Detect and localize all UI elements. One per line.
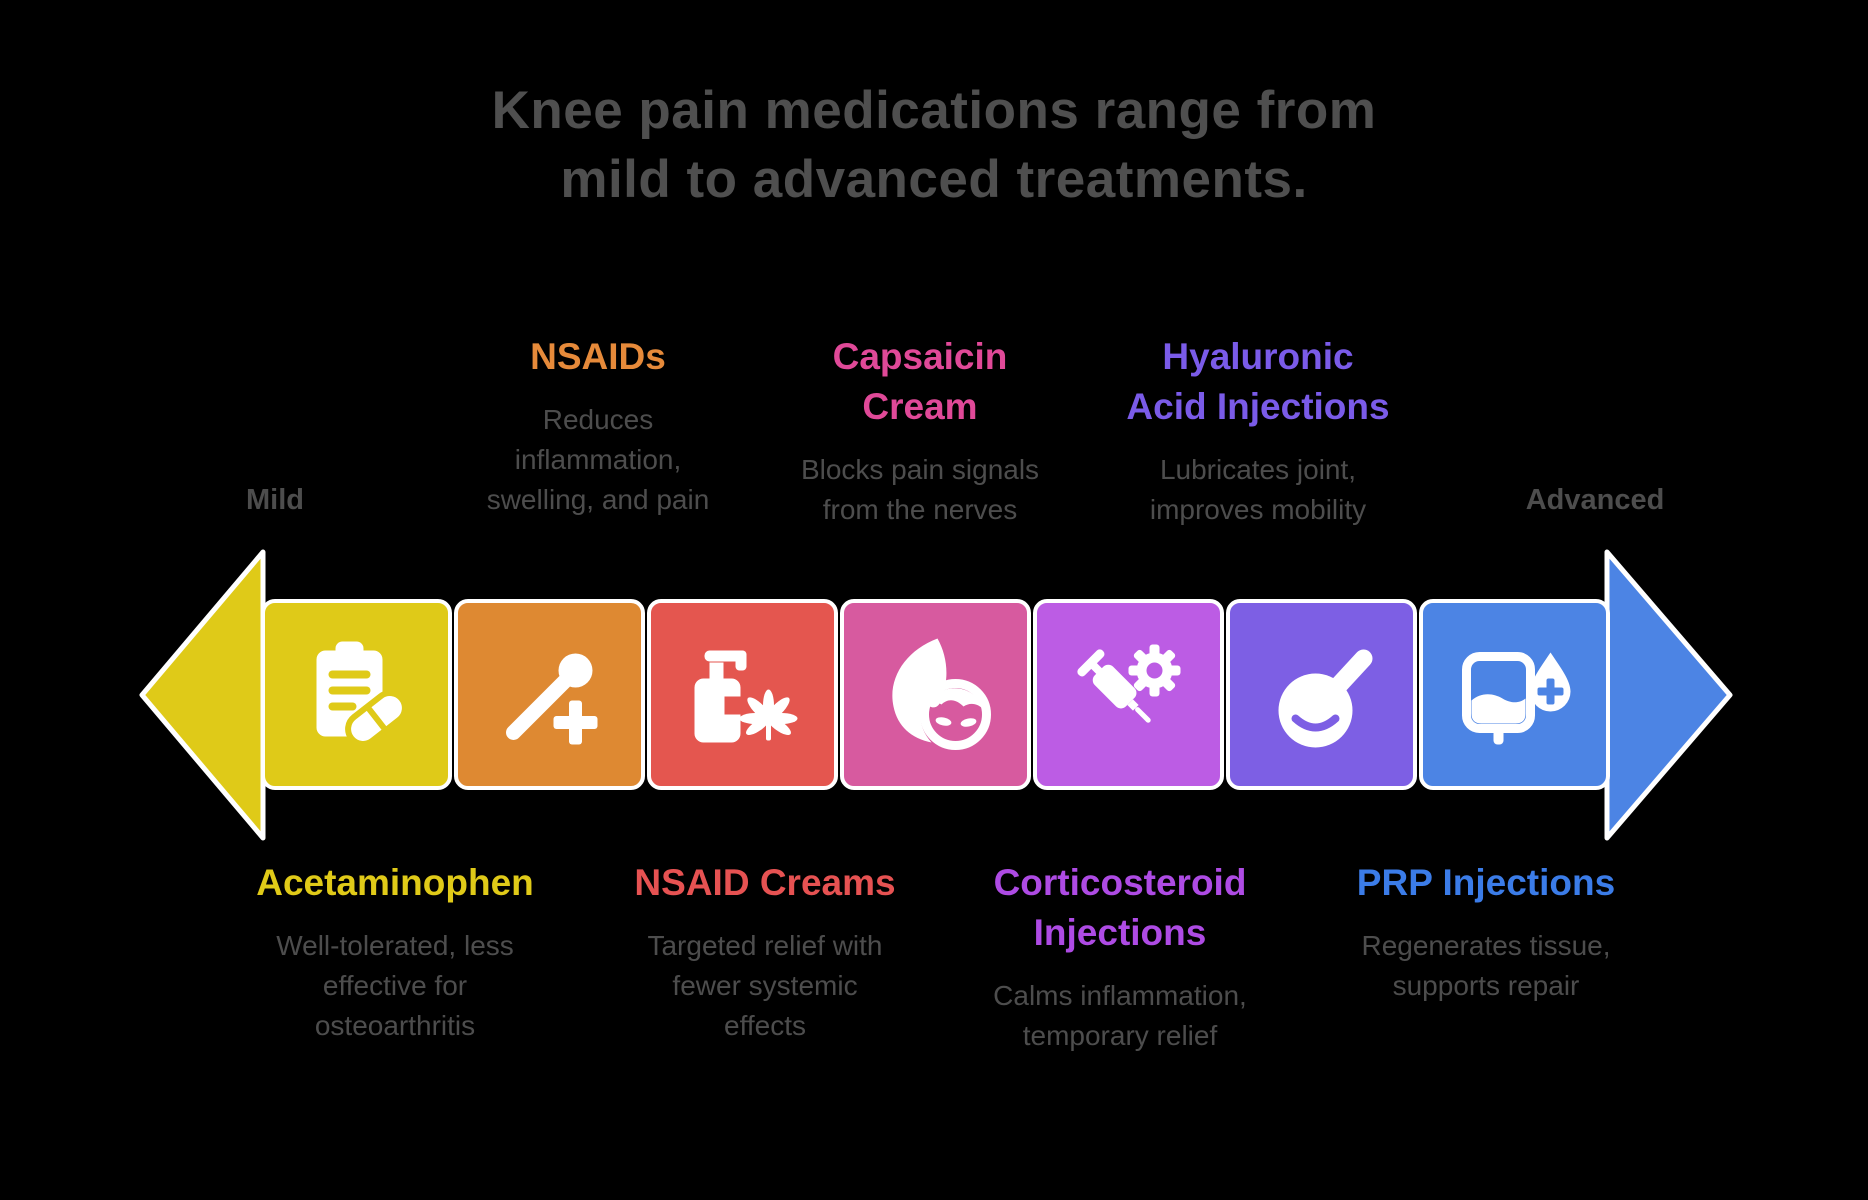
prp-injections-heading: PRP Injections xyxy=(1356,862,1616,903)
label-group-acetaminophen: Acetaminophen Well-tolerated, less effec… xyxy=(205,858,585,1046)
left-arrowhead xyxy=(139,549,266,841)
nsaids-description: Reduces inflammation, swelling, and pain xyxy=(486,404,710,515)
page-title: Knee pain medications range from mild to… xyxy=(491,81,1377,209)
bulb-syringe-icon xyxy=(1278,649,1373,748)
acetaminophen-description: Well-tolerated, less effective for osteo… xyxy=(276,930,514,1041)
right-arrowhead xyxy=(1604,549,1733,841)
block-prp xyxy=(1419,599,1610,790)
flame-face-icon xyxy=(892,638,991,750)
block-nsaid-creams xyxy=(647,599,838,790)
thermometer-cross-icon xyxy=(506,653,598,745)
treatment-arrow xyxy=(139,549,1733,841)
syringe-gear-icon xyxy=(1077,644,1181,723)
nsaid-creams-heading: NSAID Creams xyxy=(634,862,896,903)
capsaicin-cream-heading: Capsaicin Cream xyxy=(832,336,1008,427)
prp-injections-description: Regenerates tissue, supports repair xyxy=(1361,930,1611,1001)
corticosteroid-description: Calms inflammation, temporary relief xyxy=(993,980,1247,1051)
nsaids-heading: NSAIDs xyxy=(530,336,666,377)
lotion-cannabis-icon xyxy=(694,650,798,743)
label-group-nsaid-creams: NSAID Creams Targeted relief with fewer … xyxy=(575,858,955,1046)
nsaid-creams-description: Targeted relief with fewer systemic effe… xyxy=(647,930,883,1041)
acetaminophen-heading: Acetaminophen xyxy=(256,862,534,903)
label-group-hyaluronic-acid: Hyaluronic Acid Injections Lubricates jo… xyxy=(1068,332,1448,530)
corticosteroid-heading: Corticosteroid Injections xyxy=(993,862,1247,953)
label-group-corticosteroid: Corticosteroid Injections Calms inflamma… xyxy=(930,858,1310,1056)
label-group-prp-injections: PRP Injections Regenerates tissue, suppo… xyxy=(1296,858,1676,1006)
label-group-capsaicin-cream: Capsaicin Cream Blocks pain signals from… xyxy=(730,332,1110,530)
hyaluronic-acid-description: Lubricates joint, improves mobility xyxy=(1149,454,1367,525)
mild-label: Mild xyxy=(246,484,304,516)
iv-drip-drop-icon xyxy=(1462,652,1571,745)
label-group-nsaids: NSAIDs Reduces inflammation, swelling, a… xyxy=(408,332,788,520)
advanced-label: Advanced xyxy=(1525,484,1665,516)
clipboard-pill-icon xyxy=(316,641,408,747)
capsaicin-cream-description: Blocks pain signals from the nerves xyxy=(800,454,1040,525)
hyaluronic-acid-heading: Hyaluronic Acid Injections xyxy=(1126,336,1390,427)
